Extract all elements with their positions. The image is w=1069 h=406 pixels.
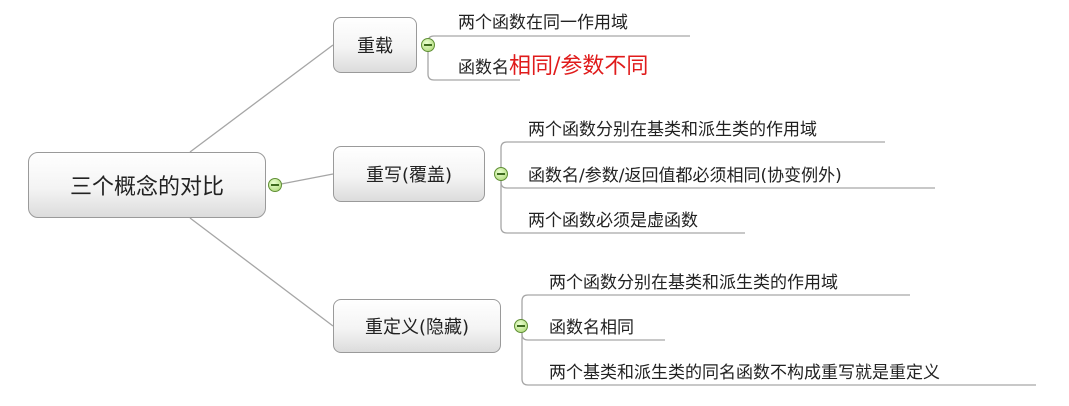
branch-override[interactable]: 重写(覆盖) (333, 146, 485, 202)
connector-b1-leaf1 (427, 35, 690, 45)
leaf-topic[interactable]: 两个函数在同一作用域 (458, 13, 628, 33)
leaf-topic[interactable]: 两个函数必须是虚函数 (528, 211, 698, 231)
collapse-minus-icon[interactable] (421, 38, 435, 52)
leaf-topic[interactable]: 两个函数分别在基类和派生类的作用域 (528, 120, 817, 140)
root-topic[interactable]: 三个概念的对比 (28, 152, 266, 218)
leaf-label: 两个函数必须是虚函数 (528, 211, 698, 231)
root-topic-label: 三个概念的对比 (69, 175, 224, 200)
connector-b3-leaf3 (521, 326, 1036, 386)
leaf-label: 两个函数分别在基类和派生类的作用域 (549, 273, 838, 293)
connector-b1-leaf2 (427, 45, 520, 81)
leaf-topic[interactable]: 两个基类和派生类的同名函数不构成重写就是重定义 (549, 363, 940, 383)
branch-redefine[interactable]: 重定义(隐藏) (333, 299, 501, 353)
leaf-topic[interactable]: 函数名相同 (549, 318, 634, 338)
leaf-label: 两个函数分别在基类和派生类的作用域 (528, 120, 817, 140)
leaf-label: 函数名相同 (549, 318, 634, 338)
leaf-label: 函数名/参数/返回值都必须相同(协变例外) (528, 166, 842, 186)
branch-label: 重载 (357, 36, 393, 57)
branch-overload[interactable]: 重载 (333, 17, 417, 73)
connector-b2-leaf3 (500, 174, 745, 234)
collapse-minus-icon[interactable] (514, 319, 528, 333)
connector-b2-leaf1 (500, 141, 885, 174)
branch-label: 重定义(隐藏) (364, 317, 470, 338)
leaf-highlight-text: 相同/参数不同 (509, 54, 649, 79)
branch-label: 重写(覆盖) (365, 165, 453, 186)
leaf-topic[interactable]: 两个函数分别在基类和派生类的作用域 (549, 273, 838, 293)
collapse-minus-icon[interactable] (268, 178, 282, 192)
connector-b3-leaf1 (521, 294, 910, 326)
leaf-label: 两个函数在同一作用域 (458, 13, 628, 33)
connector-root-b2 (275, 173, 334, 186)
leaf-label: 两个基类和派生类的同名函数不构成重写就是重定义 (549, 363, 940, 383)
connector-root-b1 (189, 44, 334, 153)
leaf-label: 函数名 (458, 58, 509, 78)
collapse-minus-icon[interactable] (494, 167, 508, 181)
leaf-topic[interactable]: 函数名相同/参数不同 (458, 54, 649, 79)
connector-root-b3 (189, 217, 334, 327)
leaf-topic[interactable]: 函数名/参数/返回值都必须相同(协变例外) (528, 166, 842, 186)
